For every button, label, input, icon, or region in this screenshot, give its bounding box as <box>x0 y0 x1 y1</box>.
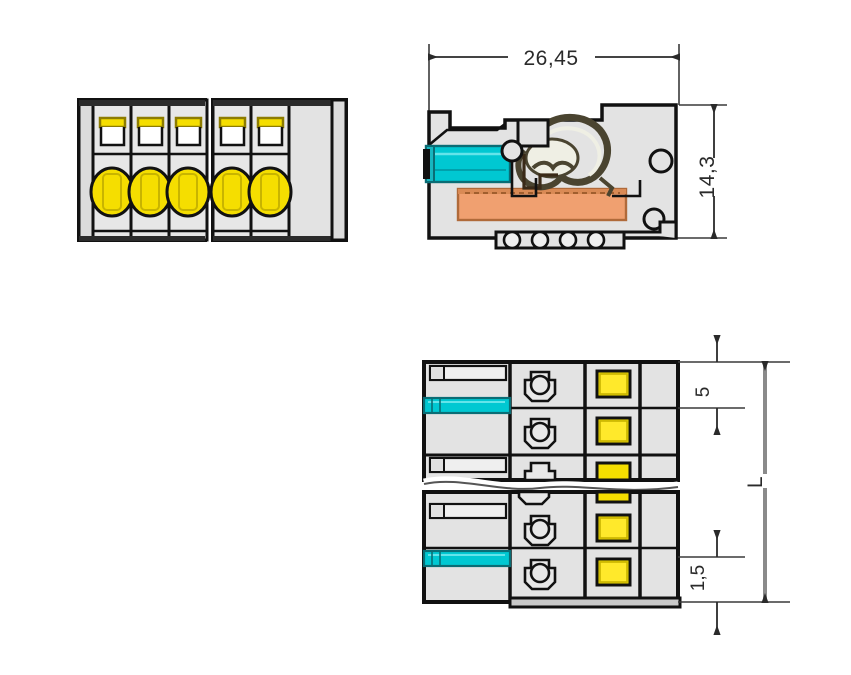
section-locking-hole <box>648 148 674 174</box>
side-contact-window-partial <box>595 490 632 504</box>
side-view-upper <box>422 360 680 482</box>
section-conductor-orange <box>456 187 628 222</box>
side-clamp-hex-outer <box>517 490 551 506</box>
side-foot-plate <box>508 596 682 609</box>
side-contact-window-inner <box>599 420 628 442</box>
front-pole-3 <box>165 98 211 242</box>
dim-label-pitch-bottom: 1,5 <box>688 565 709 591</box>
front-pole-4 <box>209 98 255 242</box>
front-lever-slot <box>174 116 203 129</box>
section-lever-cyan <box>424 144 512 184</box>
side-clamp-glyph <box>523 417 557 450</box>
section-foot-bump <box>502 230 522 250</box>
dim-label-height: 14,3 <box>696 156 719 199</box>
side-clamp-hex-inner <box>529 562 551 584</box>
side-clamp-glyph <box>523 558 557 591</box>
front-bottom-cap-left <box>79 236 205 241</box>
front-top-cap-left <box>79 100 205 106</box>
front-lever-body <box>99 127 126 147</box>
front-pole-2 <box>127 98 173 242</box>
side-break-line <box>423 480 679 491</box>
side-view-lower <box>422 490 682 609</box>
side-lever-cyan <box>422 549 512 568</box>
section-clamp-arm <box>522 154 558 190</box>
dimension-width: 26,45 <box>428 44 680 112</box>
side-clamp-hex-inner <box>529 374 551 396</box>
section-foot-bump <box>558 230 578 250</box>
front-contact-insert <box>260 173 280 211</box>
side-clamp-hex-inner <box>529 421 551 443</box>
dim-label-L-mask <box>747 474 777 488</box>
dimension-length-overall: L <box>744 361 777 603</box>
section-spring-wave <box>531 160 575 172</box>
front-top-cap-right <box>213 100 346 106</box>
section-spring-tail <box>515 148 565 191</box>
section-spring-loop-inner <box>539 126 602 177</box>
side-top-slot-end <box>429 365 445 381</box>
front-lever-slot <box>218 116 247 129</box>
section-inner-step <box>612 180 642 198</box>
front-view <box>77 98 348 242</box>
section-busbar-edge <box>510 155 538 198</box>
section-view: 26,45 14,3 <box>423 44 727 250</box>
front-contact-insert <box>102 173 122 211</box>
side-contact-window-inner <box>599 373 628 395</box>
front-lever-slot <box>136 116 165 129</box>
dim-label-width: 26,45 <box>523 47 578 70</box>
section-shoulder-edge <box>428 122 506 146</box>
front-contact-insert <box>222 173 242 211</box>
side-clamp-glyph <box>523 370 557 403</box>
section-test-port-circle <box>500 139 524 163</box>
section-nose-tip <box>423 149 430 179</box>
dimension-height: 14,3 <box>676 104 727 239</box>
side-clamp-glyph-partial-top <box>517 490 551 506</box>
side-contact-window-inner <box>599 517 628 539</box>
section-latch-foot <box>624 220 678 238</box>
side-clamp-glyph <box>523 514 557 547</box>
front-view-group-right <box>209 98 348 242</box>
dim-label-length: L <box>744 476 767 488</box>
section-test-port-square <box>516 118 550 148</box>
side-lever-cyan <box>422 396 512 415</box>
front-lever-slot <box>256 116 285 129</box>
side-top-slot-end <box>429 503 445 519</box>
section-conductor-top <box>458 189 626 194</box>
side-clamp-glyph-partial <box>523 461 557 482</box>
section-spring-eye <box>524 137 580 179</box>
front-view-group-left <box>77 98 211 242</box>
front-contact-insert <box>178 173 198 211</box>
side-clamp-hex-outer <box>523 461 557 482</box>
side-contact-window-partial <box>595 461 632 482</box>
front-bottom-cap-right <box>213 236 346 241</box>
section-foot-bump <box>586 230 606 250</box>
front-pole-5 <box>247 98 293 242</box>
dim-label-pitch-top: 5 <box>693 387 714 398</box>
dimension-pitch-top: 5 <box>693 335 721 435</box>
side-contact-window-inner <box>599 561 628 583</box>
section-spring-loop-outer <box>536 113 611 186</box>
side-view: 5 1,5 L <box>422 335 790 635</box>
front-lever-body <box>175 127 202 147</box>
front-contact-insert <box>140 173 160 211</box>
section-foot-row <box>494 220 678 250</box>
front-right-rail <box>330 98 348 242</box>
dimension-pitch-bottom: 1,5 <box>688 530 721 635</box>
front-pole-1 <box>89 98 135 242</box>
front-lever-body <box>219 127 246 147</box>
front-left-rail <box>77 98 95 242</box>
front-lever-body <box>137 127 164 147</box>
side-clamp-hex-inner <box>529 518 551 540</box>
front-lever-slot <box>98 116 127 129</box>
front-lever-body <box>257 127 284 147</box>
section-foot-bump <box>530 230 550 250</box>
section-spring-anchor <box>598 176 615 197</box>
side-bottom-slot-end <box>429 457 445 473</box>
